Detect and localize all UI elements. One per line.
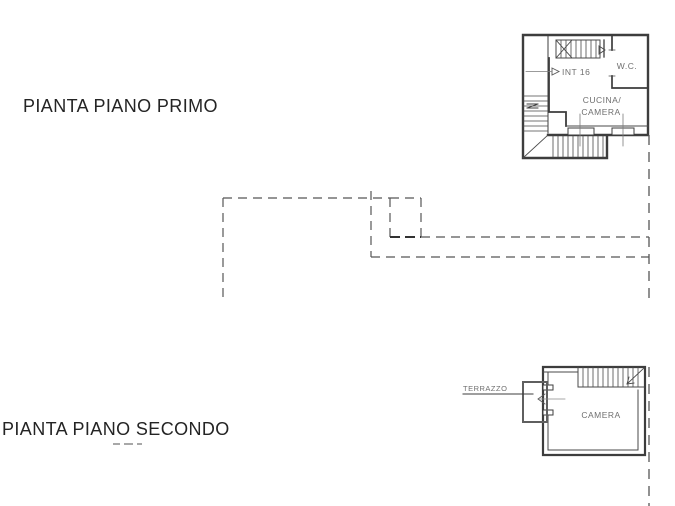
stair-corner-diagonal (522, 134, 549, 159)
wc-door-jambs (608, 49, 616, 77)
stair-direction-arrow-icon (626, 376, 635, 385)
level-mark-icon (526, 103, 539, 109)
wc-label: W.C. (617, 61, 637, 71)
outer-walls (541, 365, 647, 457)
footprint-dashed-outline (222, 135, 650, 506)
terrace-label: TERRAZZO (463, 384, 507, 393)
upper-stair-outline (555, 39, 601, 59)
interior-wall (548, 57, 567, 127)
terrace-outline (522, 381, 548, 423)
kitchen-room-label-line2: CAMERA (581, 107, 620, 117)
second-floor-title: PIANTA PIANO SECONDO (2, 419, 230, 439)
first-floor-title: PIANTA PIANO PRIMO (23, 96, 218, 116)
stair-treads-bottom-run (552, 135, 604, 158)
unit-number-label: INT 16 (562, 67, 590, 77)
kitchen-room-label-line1: CUCINA/ (583, 95, 622, 105)
stair-direction-diagonal (626, 367, 645, 385)
second-floor-plan: TERRAZZO CAMERA (462, 365, 647, 457)
stair-treads-vertical-run (522, 95, 549, 132)
first-floor-plan: INT 16 W.C. CUCINA/ CAMERA (521, 33, 650, 160)
window (567, 127, 595, 136)
wc-room-walls (611, 34, 649, 89)
door-swing-icon (598, 45, 606, 55)
stair-treads (582, 366, 639, 388)
dashed-outline-lines (222, 191, 649, 303)
window-center-ticks (579, 113, 624, 147)
entrance-arrow-icon (551, 67, 561, 76)
terrace-door-arrow-icon (537, 393, 546, 405)
upper-stair-treads (560, 39, 597, 59)
upper-stair-cross (555, 39, 573, 59)
clipped-text-artifact (113, 443, 142, 445)
bedroom-label: CAMERA (581, 410, 620, 420)
